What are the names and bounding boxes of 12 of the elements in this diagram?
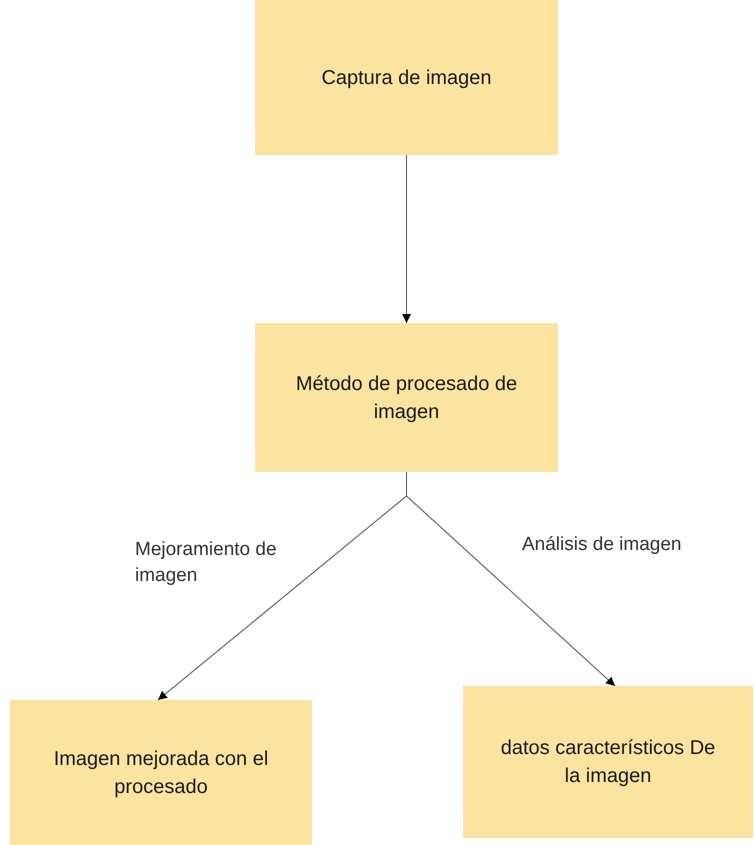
arrow xyxy=(402,154,411,324)
process-box xyxy=(255,323,558,472)
box-label: Método de procesado de imagen xyxy=(294,372,518,424)
edge-label: Análisis de imagen xyxy=(522,533,682,557)
process-box xyxy=(255,0,558,155)
arrow xyxy=(406,472,616,686)
box-label: Imagen mejorada con el procesado xyxy=(52,746,270,800)
edge-label: Mejoramiento de imagen xyxy=(135,538,278,588)
box-label: datos característicos De la imagen xyxy=(500,736,716,789)
box-label: Captura de imagen xyxy=(321,66,492,90)
process-box xyxy=(10,700,312,845)
process-box xyxy=(463,686,753,838)
